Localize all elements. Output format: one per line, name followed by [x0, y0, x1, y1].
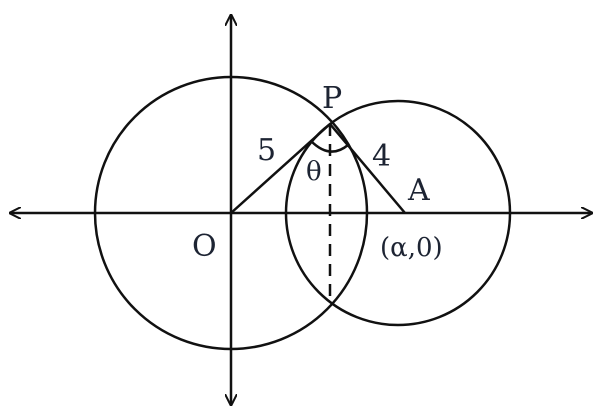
segment-op: [230, 123, 331, 214]
label-p: P: [322, 81, 342, 116]
label-alpha-coord: (α,0): [380, 233, 443, 263]
label-theta: θ: [306, 157, 322, 187]
label-o: O: [192, 229, 217, 264]
circle-centered-o: [93, 75, 369, 351]
label-a: A: [407, 173, 430, 208]
circle-centered-a: [284, 99, 512, 327]
label-4: 4: [372, 139, 391, 174]
angle-arc: [310, 140, 349, 153]
label-5: 5: [257, 133, 276, 168]
segment-pa: [329, 123, 406, 214]
